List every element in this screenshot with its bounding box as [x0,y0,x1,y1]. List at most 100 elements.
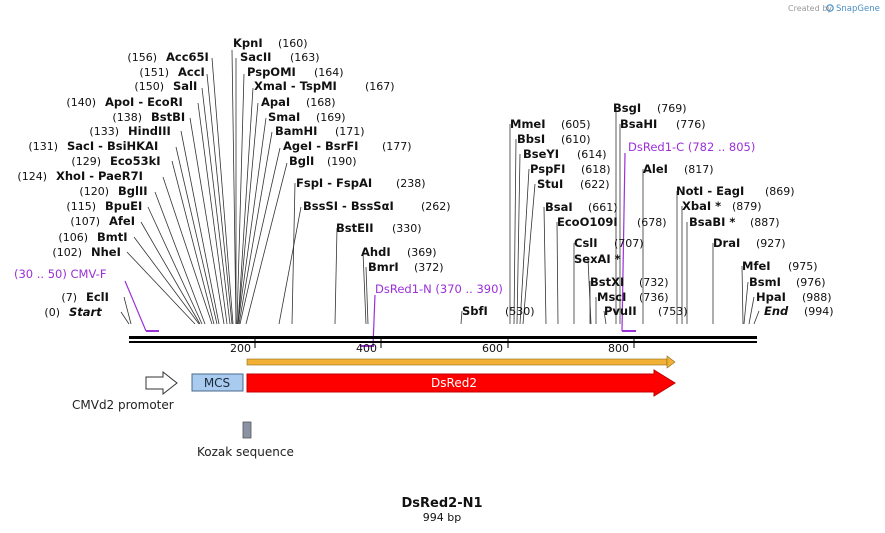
site-pos: (120) [79,185,109,198]
primer-label-cmv-f: (30 .. 50) CMV-F [14,267,106,281]
site-pos: (133) [89,125,119,138]
site-label: AccI [178,65,205,79]
site-label: BglI [289,154,314,168]
site-label: HpaI [756,290,786,304]
site-pos: (369) [407,246,437,259]
site-label: XbaI * [682,199,721,213]
site-pos: (262) [421,200,451,213]
site-pos: (330) [392,222,422,235]
site-pos: (131) [28,140,58,153]
site-pos: (869) [765,185,795,198]
site-label: KpnI [233,36,263,50]
site-label: BmtI [97,230,128,244]
site-label: BstEII [336,221,374,235]
site-label: PvuII [604,304,637,318]
promoter-label: CMVd2 promoter [72,398,174,412]
kozak-feature [242,421,252,439]
site-pos: (618) [581,163,611,176]
ruler-label: 400 [356,342,377,355]
site-pos: (614) [577,148,607,161]
site-label: BsmI [749,275,781,289]
ruler-label: 200 [230,342,251,355]
ruler-ticks [254,336,635,348]
site-label: HindIII [128,124,171,138]
site-label: EcoO109I [557,215,618,229]
site-label: AleI [643,162,668,176]
site-pos: (994) [804,305,834,318]
site-pos: (171) [335,125,365,138]
site-pos: (622) [580,178,610,191]
site-pos: (190) [327,155,357,168]
site-pos: (106) [58,231,88,244]
orf-bar [246,355,676,369]
site-pos: (238) [396,177,426,190]
site-label: FspI - FspAI [296,176,372,190]
site-label: NotI - EagI [676,184,744,198]
site-label: SacI - BsiHKAI [67,139,158,153]
site-label: BmrI [368,260,399,274]
primer-label-dsred1-n: DsRed1-N (370 .. 390) [375,282,503,296]
site-pos: (124) [17,170,47,183]
site-label: PspFI [530,162,565,176]
site-label: XhoI - PaeR7I [56,169,143,183]
site-label: CslI [574,236,598,250]
site-label: SbfI [462,304,488,318]
site-label: StuI [537,177,563,191]
site-pos: (140) [66,96,96,109]
sequence-backbone [129,336,757,343]
site-pos: (102) [52,246,82,259]
site-label: EclI [86,290,109,304]
site-pos: (115) [66,200,96,213]
site-leader-lines [120,49,760,325]
kozak-label: Kozak sequence [197,445,294,459]
site-label: ApaI [261,95,290,109]
map-title: DsRed2-N1 [401,496,482,511]
site-pos: (160) [278,37,308,50]
site-label: BpuEI [105,199,142,213]
site-pos: (887) [750,216,780,229]
site-label: ApoI - EcoRI [105,95,183,109]
site-label: XmaI - TspMI [254,79,337,93]
site-pos: (7) [61,291,77,304]
ruler-label: 800 [608,342,629,355]
site-pos: (975) [788,260,818,273]
site-label: SalI [173,79,197,93]
site-pos: (0) [44,306,60,319]
site-pos: (879) [732,200,762,213]
site-label: PspOMI [247,65,296,79]
snapgene-logo-icon [826,4,834,12]
site-label: BbsI [517,132,545,146]
site-pos: (707) [614,237,644,250]
site-label: BsaBI * [689,215,735,229]
site-pos: (177) [382,140,412,153]
site-pos: (167) [365,80,395,93]
map-length: 994 bp [423,511,461,524]
site-pos: (678) [637,216,667,229]
site-label: BseYI [523,147,559,161]
site-pos: (776) [676,118,706,131]
credit-prefix: Created by [788,4,832,13]
promoter-arrow-icon [145,370,178,396]
site-label: NheI [91,245,121,259]
site-label: SmaI [268,110,300,124]
site-pos: (610) [561,133,591,146]
site-label: BsgI [613,101,641,115]
site-label-start: Start [69,305,102,319]
site-pos: (164) [314,66,344,79]
site-label: Eco53kI [110,154,161,168]
site-label: BssSI - BssSαI [303,199,394,213]
site-label: AgeI - BsrFI [283,139,358,153]
site-pos: (107) [70,215,100,228]
site-label: MmeI [510,117,546,131]
site-pos: (138) [112,111,142,124]
site-label: Acc65I [166,50,209,64]
site-pos: (769) [657,102,687,115]
site-label: BstXI [590,275,624,289]
site-label: MscI [597,290,626,304]
site-pos: (605) [561,118,591,131]
dsred2-label: DsRed2 [431,376,477,390]
site-pos: (976) [796,276,826,289]
site-pos: (168) [306,96,336,109]
site-pos: (736) [639,291,669,304]
site-label: AfeI [109,214,135,228]
